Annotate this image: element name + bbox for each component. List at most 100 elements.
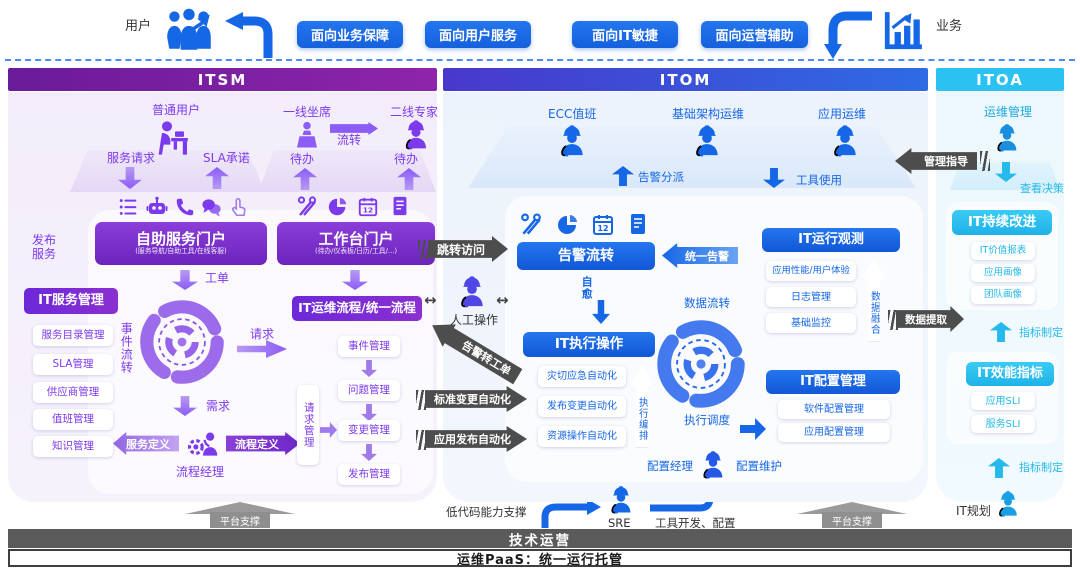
- top-dashed-separator: [5, 59, 1075, 61]
- self-service-portal-button: 自助服务门户 (服务导航/自助工具/在线客服): [95, 222, 267, 265]
- curve-arrow-to-itom: [828, 11, 872, 44]
- phone-icon: [176, 198, 194, 216]
- app-ops-label: 应用运维: [818, 107, 867, 121]
- config-card-app: 应用配置管理: [778, 423, 890, 442]
- it-execution-button: IT执行操作: [523, 332, 655, 357]
- process-manager-icon: [187, 432, 218, 456]
- normal-user-label: 普通用户: [152, 103, 201, 117]
- transfer-label: 流转: [337, 133, 362, 147]
- todo-left-label: 待办: [290, 152, 315, 166]
- top-button-user-service: 面向用户服务: [425, 21, 531, 48]
- tool-dev-config-label: 工具开发、配置: [655, 516, 736, 530]
- request-label: 请求: [250, 327, 275, 341]
- ticket-label: 工单: [205, 271, 230, 285]
- transfer-arrow: [330, 122, 378, 135]
- stripes-decoration: [888, 310, 898, 330]
- tools-icon: [521, 213, 541, 235]
- request-mgmt-label: 请求管理: [302, 402, 315, 448]
- tool-usage-label: 工具使用: [796, 173, 842, 187]
- config-maintenance-label: 配置维护: [736, 459, 782, 473]
- service-card-knowledge: 知识管理: [33, 436, 113, 457]
- metric-definition-bottom-label: 指标制定: [1019, 461, 1063, 474]
- publish-service-label: 发布服务: [32, 233, 57, 261]
- exec-scheduling-label: 执行调度: [684, 413, 730, 427]
- pie-chart-icon: [558, 215, 577, 234]
- ops-mgmt-label: 运维管理: [984, 105, 1033, 119]
- efficiency-metrics-button: IT效能指标: [966, 362, 1054, 386]
- calendar-icon: 12: [358, 197, 378, 217]
- exec-card-release-change: 发布变更自动化: [538, 396, 626, 417]
- itoa-header: ITOA: [936, 68, 1064, 91]
- sre-label: SRE: [608, 516, 631, 530]
- observe-card-apm: 应用性能/用户体验: [766, 261, 856, 281]
- itsm-platform-support: 平台支撑: [185, 502, 295, 528]
- bar-chart-icon: [884, 12, 922, 50]
- exec-card-disaster: 灾切应急自动化: [538, 366, 626, 387]
- self-healing-label: 自愈: [580, 276, 594, 300]
- observe-card-monitor: 基础监控: [766, 313, 856, 333]
- svg-text:12: 12: [597, 224, 608, 233]
- it-planning-engineer-icon: [994, 488, 1022, 520]
- process-card-incident: 事件管理: [338, 336, 400, 357]
- infra-engineer-icon: [690, 122, 724, 160]
- list-icon: [119, 199, 137, 215]
- ecc-engineer-icon: [555, 122, 589, 160]
- top-button-it-agile: 面向IT敏捷: [572, 21, 678, 48]
- paas-bar: 运维PaaS：统一运行托管: [8, 549, 1072, 568]
- exec-card-resource: 资源操作自动化: [538, 426, 626, 447]
- data-fusion-label: 数据融合: [868, 291, 880, 335]
- self-service-portal-title: 自助服务门户: [135, 229, 226, 248]
- itsm-stage-band-left: [70, 150, 265, 192]
- manual-operation-label: 人工操作: [450, 313, 499, 327]
- continuous-improvement-button: IT持续改进: [952, 210, 1052, 235]
- itom-platform-support: 平台支撑: [797, 502, 907, 528]
- top-button-business-guarantee: 面向业务保障: [297, 21, 403, 48]
- workbench-portal-title: 工作台门户: [318, 229, 394, 248]
- service-request-label: 服务请求: [107, 151, 156, 165]
- config-card-software: 软件配置管理: [778, 400, 890, 419]
- touch-icon: [232, 197, 246, 217]
- it-config-mgmt-button: IT配置管理: [766, 370, 900, 394]
- alert-flow-button: 告警流转: [517, 242, 655, 270]
- itom-header: ITOM: [443, 68, 928, 91]
- exec-orchestration-label: 执行编排: [636, 397, 648, 441]
- unified-alert-arrow: 统一告警: [662, 243, 738, 268]
- stripes-decoration: [980, 151, 990, 171]
- ops-mgmt-engineer-icon: [992, 121, 1022, 155]
- sla-commitment-label: SLA承诺: [203, 151, 250, 165]
- tools-icon: [297, 196, 317, 216]
- stripes-decoration: [416, 430, 426, 450]
- process-card-problem: 问题管理: [338, 380, 400, 401]
- sli-card-app: 应用SLI: [971, 392, 1035, 410]
- demand-label: 需求: [206, 399, 231, 413]
- data-flow-swirl: [655, 318, 747, 410]
- service-card-catalog: 服务目录管理: [33, 325, 113, 346]
- config-manager-label: 配置经理: [647, 459, 693, 473]
- service-definition-arrow: 服务定义: [113, 432, 179, 455]
- bidir-arrow-left: ↔: [424, 291, 437, 309]
- unified-process-button: IT运维流程/统一流程: [292, 296, 422, 321]
- platform-support-label: 平台支撑: [822, 512, 882, 528]
- lowcode-to-sre-curve: [541, 503, 587, 528]
- process-definition-arrow: 流程定义: [226, 432, 300, 455]
- process-card-change: 变更管理: [338, 420, 400, 441]
- business-label: 业务: [936, 19, 963, 34]
- second-line-expert-label: 二线专家: [390, 105, 439, 119]
- stripes-decoration: [416, 390, 426, 410]
- jump-access-arrow: 跳转访问: [428, 236, 508, 262]
- view-decision-label: 查看决策: [1020, 182, 1064, 195]
- mgmt-guidance-arrow: 管理指导: [895, 148, 977, 174]
- calendar-icon: 12: [593, 215, 613, 235]
- user-label: 用户: [125, 19, 152, 34]
- app-release-auto-arrow: 应用发布自动化: [425, 426, 527, 452]
- sre-engineer-icon: [606, 483, 636, 517]
- document-icon: [631, 214, 645, 234]
- users-group-icon: [167, 8, 211, 50]
- low-code-support-label: 低代码能力支撑: [446, 505, 527, 519]
- first-line-agent-label: 一线坐席: [283, 105, 332, 119]
- it-observation-button: IT运行观测: [762, 228, 900, 252]
- todo-right-label: 待办: [394, 152, 419, 166]
- top-button-operation-assist: 面向运营辅助: [701, 21, 808, 48]
- config-engineer-icon: [698, 448, 728, 482]
